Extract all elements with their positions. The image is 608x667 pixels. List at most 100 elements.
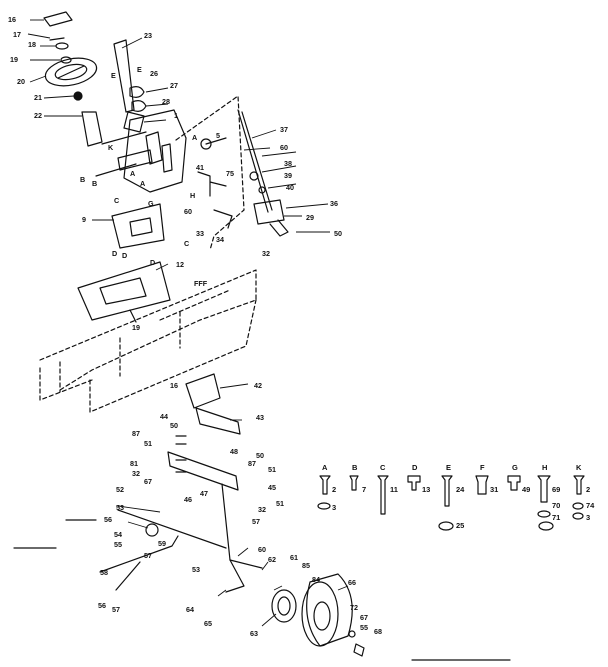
key-num-e: 24 — [456, 485, 465, 494]
callout-n14: 1 — [174, 111, 178, 120]
callout-n87: 72 — [350, 603, 358, 612]
wheel-spoke — [57, 65, 85, 79]
callout-n6: 21 — [34, 93, 42, 102]
callout-n48: 42 — [254, 381, 262, 390]
tractor-frame — [39, 95, 257, 413]
steering-wheel — [43, 11, 103, 147]
callout-n68: 57 — [252, 517, 260, 526]
callout-n17: K — [108, 143, 114, 152]
part-67 — [348, 630, 356, 638]
frame-rail-top — [39, 269, 257, 391]
fastener-k-washer — [572, 502, 584, 510]
callout-n80: 84 — [312, 575, 320, 584]
linkage-bracket — [167, 373, 241, 491]
fastener-h-nut — [538, 521, 554, 531]
callout-n7: 22 — [34, 111, 42, 120]
key-num-k: 2 — [586, 485, 590, 494]
callout-n4: 19 — [10, 55, 18, 64]
fastener-e-nut — [438, 521, 454, 531]
callout-n40: C — [184, 239, 189, 248]
part-b-rod — [95, 163, 137, 177]
console-body — [123, 109, 187, 193]
key-letter-c: C — [380, 463, 386, 472]
callout-n5: 20 — [17, 77, 25, 86]
part-26 — [129, 86, 145, 98]
callout-n79: 85 — [302, 561, 310, 570]
key-letter-f: F — [480, 463, 485, 472]
callout-n71: 55 — [114, 540, 122, 549]
callout-n15: A — [192, 133, 197, 142]
lever-41 — [197, 171, 227, 197]
console-slot-2 — [161, 143, 173, 173]
cap-part — [43, 11, 73, 27]
callout-n35: 32 — [262, 249, 270, 258]
key-letter-h: H — [542, 463, 547, 472]
console-edge — [101, 131, 147, 145]
key-num2-a: 3 — [332, 503, 336, 512]
callout-n83: 57 — [112, 605, 120, 614]
callout-n53: 43 — [256, 413, 264, 422]
callout-n42: D — [122, 251, 127, 260]
washer-part — [55, 42, 69, 50]
part-40 — [258, 186, 266, 194]
key-num-b: 7 — [362, 485, 366, 494]
callout-n73: 58 — [100, 568, 108, 577]
drag-link-lower — [99, 535, 179, 573]
cable-37b — [241, 111, 273, 211]
nut-68 — [353, 643, 365, 657]
throttle-cable — [197, 109, 289, 237]
callout-n77: 61 — [290, 553, 298, 562]
tire-sidewall — [301, 581, 339, 647]
callout-n85: 65 — [204, 619, 212, 628]
callout-n56: 81 — [130, 459, 138, 468]
callout-n24: 75 — [226, 169, 234, 178]
fastener-key — [317, 475, 585, 531]
part-5 — [200, 138, 212, 150]
callout-n16: 5 — [216, 131, 220, 140]
key-num2-h: 70 — [552, 501, 560, 510]
callout-n9: E — [111, 71, 116, 80]
callout-n50: 50 — [170, 421, 178, 430]
spindle-axle — [229, 559, 263, 569]
callout-n67: 32 — [258, 505, 266, 514]
spring-75 — [249, 171, 259, 181]
key-num2-k: 74 — [586, 501, 595, 510]
callout-n69: 56 — [104, 515, 112, 524]
callout-n20: B — [92, 179, 97, 188]
bracket-36 — [253, 199, 285, 225]
tie-rod — [115, 561, 141, 591]
key-letter-d: D — [412, 463, 418, 472]
callout-n66: 53 — [116, 503, 124, 512]
callout-n21: A — [140, 179, 145, 188]
console-slot — [145, 131, 163, 165]
callout-n38: G — [148, 199, 154, 208]
key-num-g: 49 — [522, 485, 530, 494]
callout-n22: H — [190, 191, 195, 200]
callout-n12: 27 — [170, 81, 178, 90]
wheel-rim — [44, 57, 98, 87]
callout-n60: 67 — [144, 477, 152, 486]
callout-n11: 26 — [150, 69, 158, 78]
plate-12 — [77, 261, 171, 321]
callout-n58: 32 — [132, 469, 140, 478]
fastener-a — [319, 475, 331, 495]
callout-n51: 87 — [132, 429, 140, 438]
key-num3-k: 3 — [586, 513, 590, 522]
callout-n37: C — [114, 196, 119, 205]
fastener-h-washer — [537, 510, 551, 518]
callout-n64: 45 — [268, 483, 276, 492]
part-21 — [73, 91, 83, 101]
fastener-k — [573, 475, 585, 495]
fastener-k-nut — [572, 512, 584, 520]
callout-n31: 29 — [306, 213, 314, 222]
drag-link-upper — [117, 509, 227, 549]
bar-46 — [167, 451, 239, 491]
callout-n47: 16 — [170, 381, 178, 390]
fastener-e — [441, 475, 453, 507]
bracket-43 — [195, 407, 241, 435]
callout-n63: 46 — [184, 495, 192, 504]
callout-n75: 53 — [192, 565, 200, 574]
